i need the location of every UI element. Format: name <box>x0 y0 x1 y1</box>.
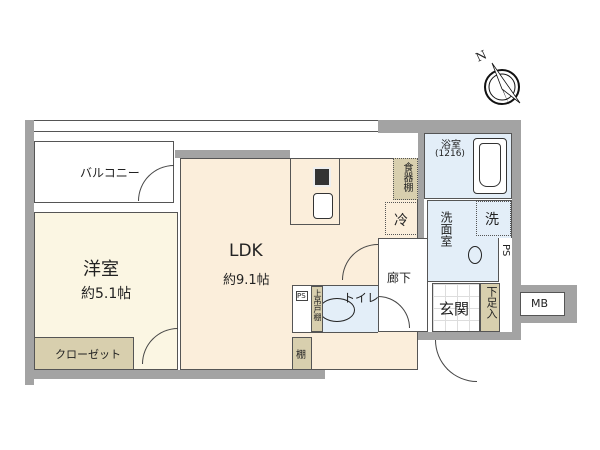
shoe-box-label: 下足入 <box>485 286 498 319</box>
ldk-name: LDK <box>229 241 263 261</box>
toilet-ps-label: PS <box>297 292 306 300</box>
entrance-label: 玄関 <box>439 300 470 318</box>
washroom-label: 洗面室 <box>439 211 453 247</box>
bathtub-icon <box>473 138 507 194</box>
mb: MB <box>520 292 565 316</box>
closet: クローゼット <box>34 337 134 370</box>
cupboard: 食器棚 <box>393 158 418 200</box>
wall-left <box>25 120 34 385</box>
kitchen-counter <box>290 158 340 225</box>
ldk-size: 約9.1帖 <box>223 273 270 288</box>
western-room-size: 約5.1帖 <box>81 286 132 302</box>
wall-top-right <box>378 120 518 133</box>
toilet-label: トイレ <box>343 291 380 305</box>
cupboard-label: 食器棚 <box>401 162 412 192</box>
toilet-shelf-label: 上吊戸棚 <box>313 289 322 321</box>
compass-icon <box>484 62 521 107</box>
bathroom-size: (1216) <box>435 149 465 159</box>
toilet-ps: PS <box>296 291 308 301</box>
wall-right <box>512 120 521 335</box>
western-room-name: 洋室 <box>83 259 119 280</box>
balcony-rail <box>34 120 379 132</box>
wall-mid <box>418 133 424 283</box>
shoe-box: 下足入 <box>480 283 500 332</box>
hallway-label: 廊下 <box>387 271 412 285</box>
ps-right-label: PS <box>500 244 511 257</box>
balcony: バルコニー <box>34 141 174 203</box>
washbasin-icon <box>468 246 482 264</box>
toilet-shelf: 上吊戸棚 <box>311 286 323 332</box>
stove-icon <box>313 167 331 187</box>
shelf-label: 棚 <box>296 350 306 361</box>
front-door[interactable] <box>435 340 477 382</box>
toilet: トイレ 上吊戸棚 PS <box>292 285 380 333</box>
compass: N <box>470 45 540 115</box>
bathroom-name: 浴室 <box>441 140 461 151</box>
washer-label: 洗 <box>485 212 499 228</box>
balcony-label: バルコニー <box>80 166 140 180</box>
sink-icon <box>313 193 333 219</box>
fridge-space: 冷 <box>385 202 418 235</box>
shelf: 棚 <box>292 337 312 370</box>
wall-bottom <box>25 370 325 379</box>
ps-right: PS <box>498 238 512 282</box>
closet-label: クローゼット <box>55 348 121 361</box>
bathroom: 浴室 (1216) <box>424 133 512 199</box>
wall-top-ldk <box>175 150 290 158</box>
wall-bottom-right <box>325 332 521 340</box>
washroom: 洗面室 洗 PS <box>427 200 512 282</box>
entrance: 玄関 <box>432 283 480 332</box>
toilet-bowl-icon <box>319 298 355 322</box>
mb-label: MB <box>531 297 549 310</box>
washer-space: 洗 <box>476 201 511 236</box>
fridge-label: 冷 <box>394 213 408 229</box>
